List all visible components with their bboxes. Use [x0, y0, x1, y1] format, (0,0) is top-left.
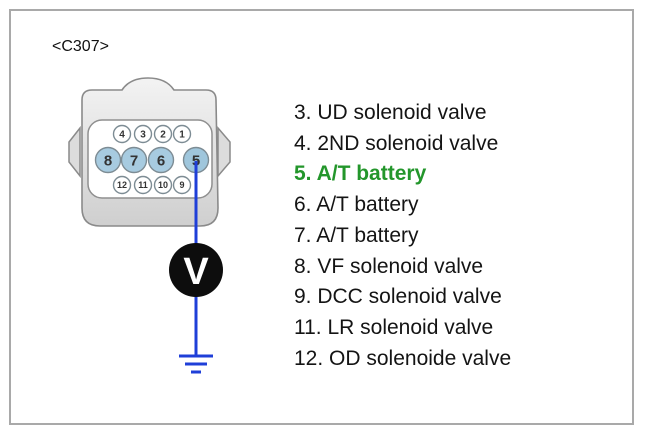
legend-item: 4. 2ND solenoid valve — [294, 131, 499, 155]
connector-pin-number: 8 — [104, 152, 112, 169]
connector-pin — [112, 124, 132, 144]
pin-legend-list: 3. UD solenoid valve 4. 2ND solenoid valv… — [294, 98, 511, 374]
connector-pin-number: 12 — [117, 180, 127, 190]
connector-pin-number: 2 — [160, 130, 166, 141]
ground-icon — [179, 354, 213, 374]
connector-left-ear — [68, 125, 81, 179]
connector-pin — [120, 146, 148, 174]
connector-pin-number: 7 — [130, 152, 138, 169]
legend-item: 12. OD solenoide valve — [294, 346, 512, 370]
connector-pin — [133, 175, 153, 195]
connector-pin-number: 11 — [138, 180, 148, 190]
connector-pin-number: 5 — [192, 152, 200, 169]
connector-pin — [147, 146, 175, 174]
legend-item: 6. A/T battery — [294, 193, 419, 217]
connector-pin-number: 10 — [158, 180, 168, 190]
legend-item: 11. LR solenoid valve — [294, 315, 494, 339]
connector-label: <C307> — [52, 38, 109, 55]
connector-pin — [94, 146, 122, 174]
connector-pin — [133, 124, 153, 144]
connector-pin-number: 1 — [179, 130, 185, 141]
connector-bottom-pin-row: 12 11 10 9 — [112, 175, 192, 195]
connector-pin — [112, 175, 132, 195]
legend-item: 8. VF solenoid valve — [294, 254, 484, 278]
legend-item: 3. UD solenoid valve — [294, 101, 487, 124]
connector-right-ear — [217, 125, 231, 179]
connector-pin-number: 6 — [157, 152, 165, 169]
connector-pin — [153, 175, 173, 195]
connector-pin — [172, 124, 192, 144]
connector-pin-number: 4 — [119, 130, 125, 141]
connector-pin — [172, 175, 192, 195]
legend-item: 5. A/T battery — [294, 162, 427, 186]
connector-pin-number: 9 — [179, 180, 184, 190]
connector-pin — [153, 124, 173, 144]
connector-top-pin-row: 4 3 2 1 — [112, 124, 192, 144]
connector-middle-pin-row: 8 7 6 5 — [94, 146, 210, 174]
voltmeter-label: V — [183, 251, 209, 293]
legend-item: 7. A/T battery — [294, 223, 419, 247]
legend-item: 9. DCC solenoid valve — [294, 285, 502, 309]
voltmeter-symbol — [169, 243, 223, 297]
connector-pin-number: 3 — [140, 130, 146, 141]
